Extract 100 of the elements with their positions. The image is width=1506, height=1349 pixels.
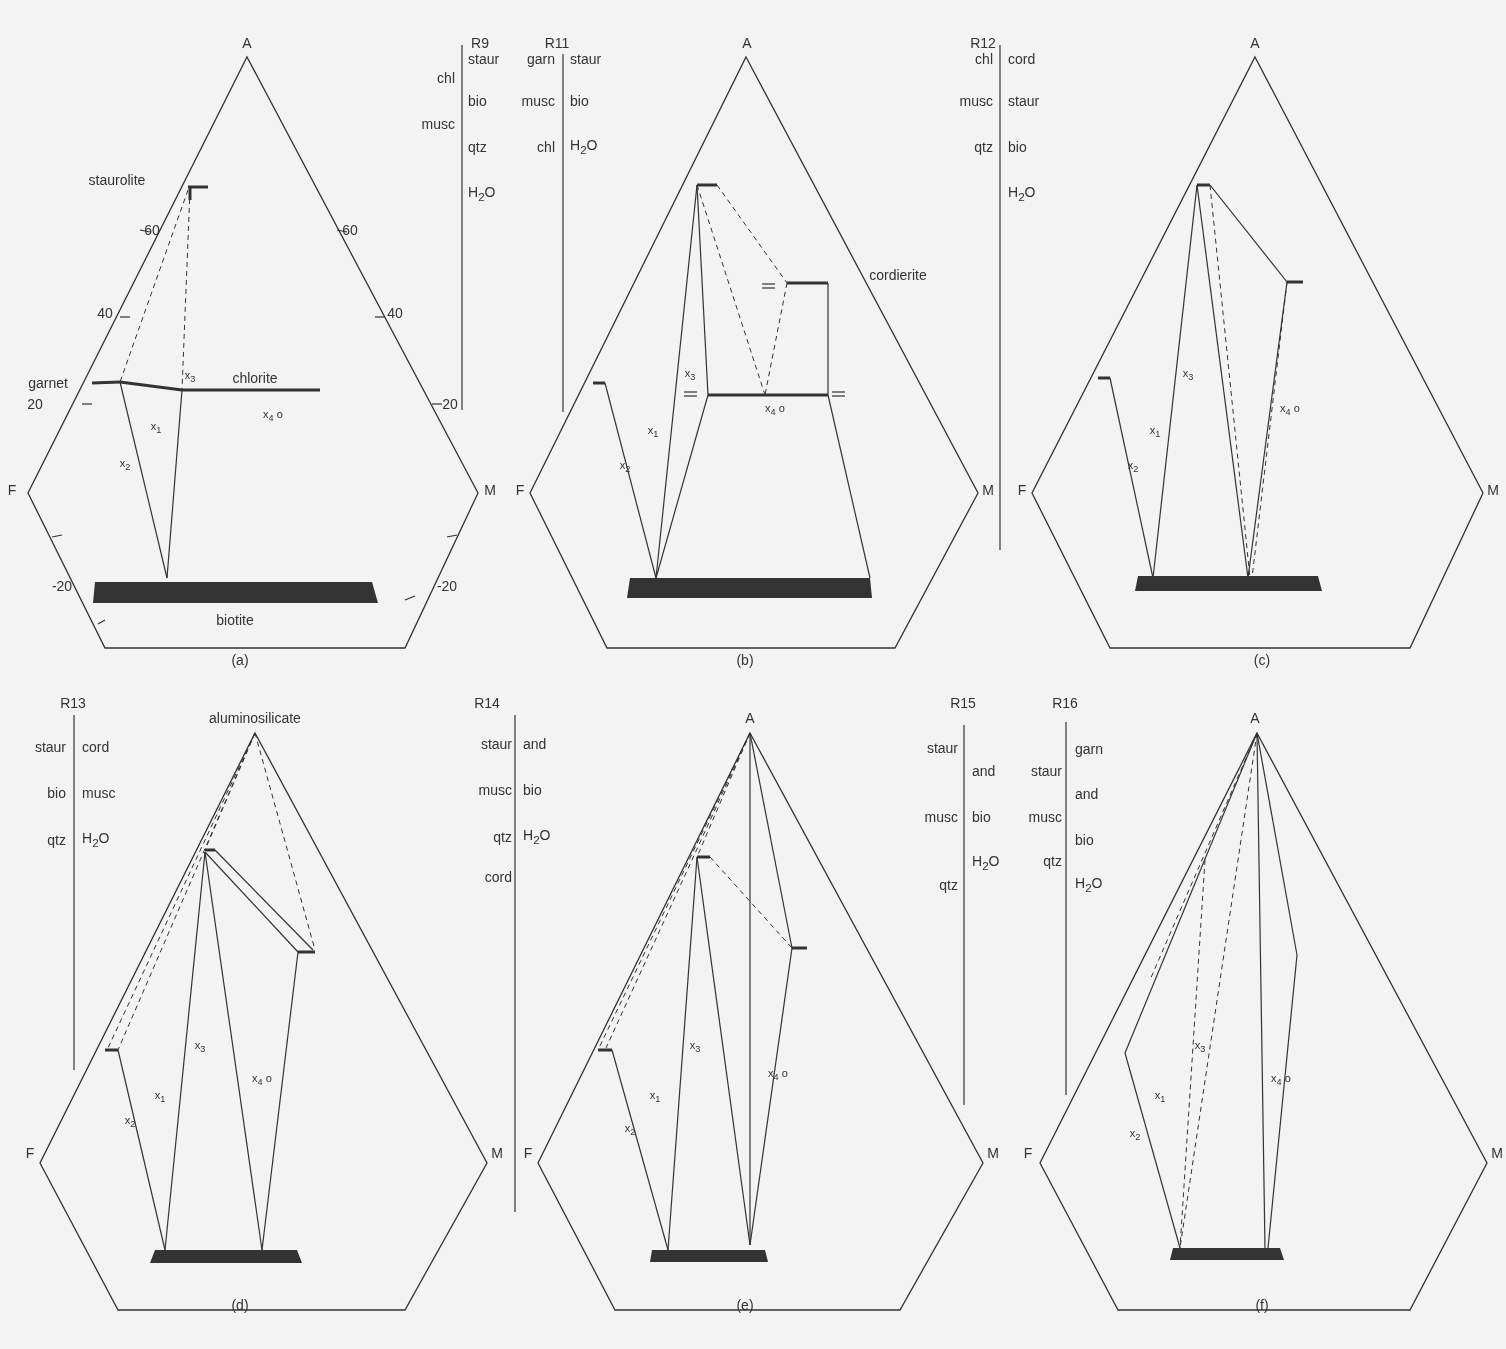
axis-label: chl [975,52,993,66]
axis-label: garn [526,52,555,66]
axis-label: M [987,1146,999,1160]
axis-label: -20 [436,579,458,593]
axis-label: and [523,737,547,751]
axis-label: x$_{1}$ [1149,424,1161,440]
axis-label: R12 [970,36,996,50]
axis-label: musc [82,786,116,800]
axis-label: H$_{2}$O [1075,876,1103,894]
axis-label: 60 [342,223,358,237]
axis-label: x$_{2}$ [1129,1127,1141,1143]
axis-label: F [523,1146,533,1160]
axis-label: and [972,764,996,778]
axis-label: (f) [1255,1298,1269,1312]
axis-label: H$_{2}$O [570,138,598,156]
axis-label: x$_{2}$ [119,457,131,473]
axis-label: R13 [60,696,86,710]
axis-label: x$_{3}$ [684,367,696,383]
axis-label: staur [570,52,602,66]
axis-label: qtz [468,140,487,154]
axis-label: x$_{3}$ [184,369,196,385]
axis-label: (a) [231,653,249,667]
axis-label: H$_{2}$O [1008,185,1036,203]
axis-label: A [242,36,252,50]
axis-label: bio [468,94,487,108]
axis-label: A [1250,36,1260,50]
axis-label: qtz [974,140,993,154]
axis-label: A [1250,711,1260,725]
axis-label: M [1487,483,1499,497]
axis-label: cord [82,740,110,754]
axis-label: (b) [736,653,754,667]
axis-label: 20 [27,397,43,411]
axis-label: qtz [47,833,66,847]
axis-label: x$_{3}$ [1182,367,1194,383]
axis-label: x$_{2}$ [1127,459,1139,475]
axis-label: A [742,36,752,50]
axis-label: R15 [950,696,976,710]
axis-label: chl [537,140,555,154]
axis-label: x$_{4}$ o [1280,402,1300,418]
axis-label: musc [959,94,993,108]
axis-label: M [484,483,496,497]
axis-label: and [1075,787,1099,801]
axis-label: M [1491,1146,1503,1160]
axis-label: 40 [97,306,113,320]
axis-label: cord [484,870,512,884]
axis-label: (c) [1253,653,1271,667]
axis-label: x$_{1}$ [154,1089,166,1105]
axis-label: garn [1075,742,1104,756]
axis-label: H$_{2}$O [82,831,110,849]
axis-label: x$_{1}$ [647,424,659,440]
axis-label: H$_{2}$O [523,828,551,846]
axis-label: M [491,1146,503,1160]
axis-label: aluminosilicate [209,711,301,725]
axis-label: F [25,1146,35,1160]
axis-label: 60 [144,223,160,237]
axis-label: x$_{4}$ o [252,1072,272,1088]
axis-label: bio [1008,140,1027,154]
axis-label: 40 [387,306,403,320]
axis-label: staur [1030,764,1062,778]
axis-label: x$_{3}$ [689,1039,701,1055]
axis-label: qtz [1043,854,1062,868]
axis-label: x$_{1}$ [1154,1089,1166,1105]
axis-label: F [1017,483,1027,497]
axis-label: musc [521,94,555,108]
axis-label: F [515,483,525,497]
axis-label: 20 [442,397,458,411]
axis-label: musc [421,117,455,131]
axis-label: cordierite [869,268,927,282]
axis-label: M [982,483,994,497]
axis-label: bio [1075,833,1094,847]
axis-label: staurolite [88,173,146,187]
axis-label: R11 [544,36,570,50]
axis-label: (e) [736,1298,754,1312]
axis-label: bio [972,810,991,824]
axis-label: garnet [28,376,68,390]
axis-label: staur [468,52,500,66]
axis-label: F [1023,1146,1033,1160]
axis-label: R14 [474,696,500,710]
axis-label: staur [1008,94,1040,108]
axis-label: bio [523,783,542,797]
axis-label: bio [47,786,66,800]
axis-label: R16 [1052,696,1078,710]
axis-label: staur [480,737,512,751]
axis-label: chlorite [232,371,278,385]
axis-label: x$_{4}$ o [1271,1072,1291,1088]
axis-label: H$_{2}$O [972,854,1000,872]
axis-label: x$_{3}$ [1194,1039,1206,1055]
axis-label: x$_{4}$ o [765,402,785,418]
axis-label: musc [924,810,958,824]
axis-label: x$_{3}$ [194,1039,206,1055]
axis-label: cord [1008,52,1036,66]
axis-label: x$_{1}$ [649,1089,661,1105]
axis-label: x$_{2}$ [124,1114,136,1130]
axis-label: F [7,483,17,497]
axis-label: chl [437,71,455,85]
axis-label: -20 [51,579,73,593]
axis-label: staur [926,741,958,755]
axis-label: bio [570,94,589,108]
axis-label: qtz [939,878,958,892]
axis-label: x$_{4}$ o [768,1067,788,1083]
